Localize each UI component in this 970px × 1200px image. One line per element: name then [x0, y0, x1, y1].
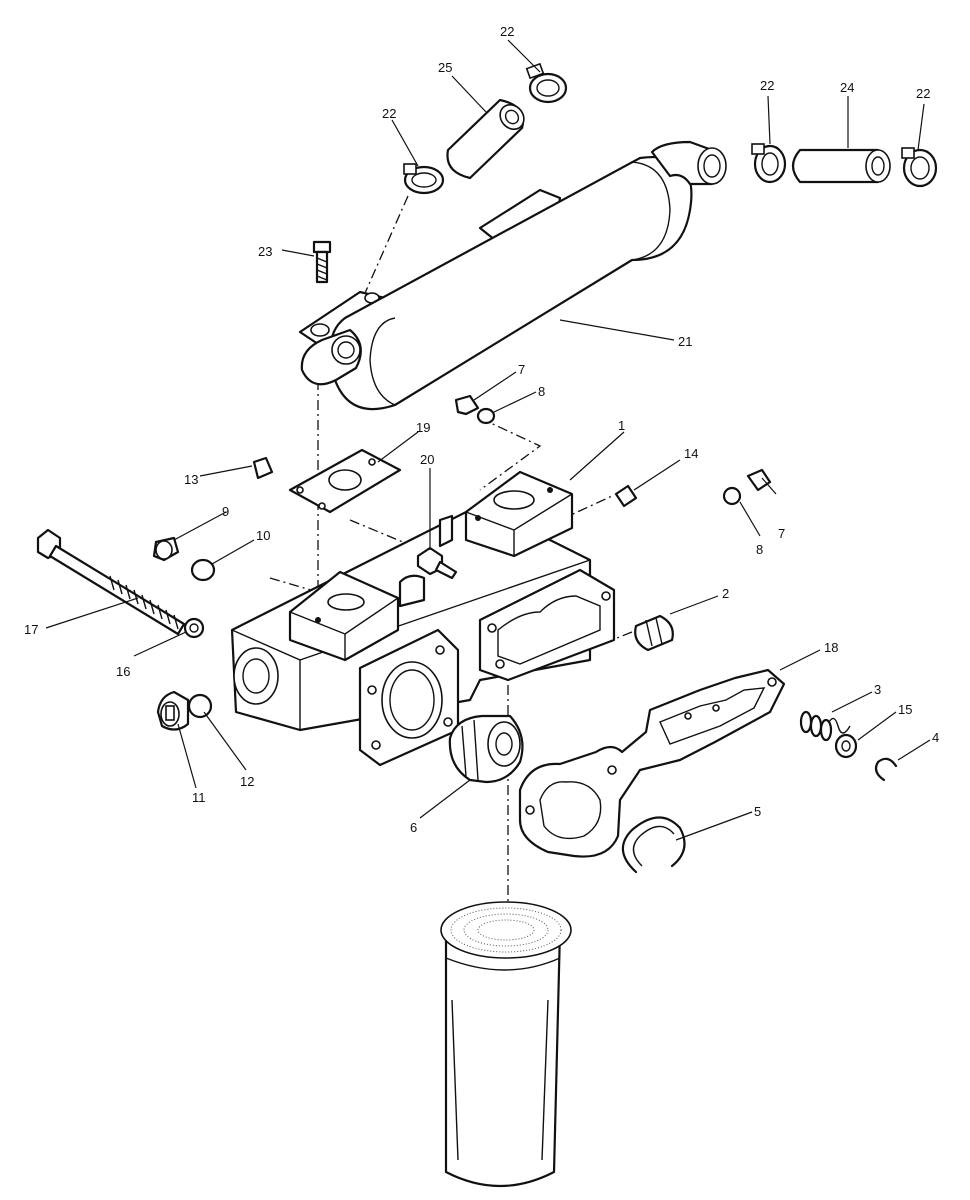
callout-6: 6 — [410, 820, 417, 835]
leader-lines — [45, 39, 931, 841]
callout-4: 4 — [932, 730, 939, 745]
callout-2: 2 — [722, 586, 729, 601]
long-bolt-17 — [36, 528, 186, 636]
callout-22-right: 22 — [916, 86, 930, 101]
gasket-18 — [518, 668, 786, 858]
o-ring-12 — [187, 693, 213, 719]
callout-7-upper: 7 — [518, 362, 525, 377]
callout-24: 24 — [840, 80, 854, 95]
callout-17: 17 — [24, 622, 38, 637]
spring-3 — [799, 710, 851, 742]
oil-cooler-cylinder — [298, 140, 727, 411]
callout-3: 3 — [874, 682, 881, 697]
callout-numbers: 1 2 3 4 5 6 7 7 8 8 9 10 11 12 13 14 15 … — [24, 24, 939, 835]
callout-11: 11 — [192, 790, 206, 805]
thermostat-6 — [448, 714, 524, 784]
callout-14: 14 — [684, 446, 698, 461]
o-ring-10 — [190, 558, 216, 582]
callout-8-right: 8 — [756, 542, 763, 557]
gasket-19 — [288, 448, 402, 514]
callout-8-upper: 8 — [538, 384, 545, 399]
washer-8-right — [722, 486, 742, 506]
callout-7-right: 7 — [778, 526, 785, 541]
callout-16: 16 — [116, 664, 130, 679]
callout-9: 9 — [222, 504, 229, 519]
callout-22-mid: 22 — [760, 78, 774, 93]
washer-8-upper — [476, 407, 496, 425]
callout-12: 12 — [240, 774, 254, 789]
washer-16 — [183, 617, 205, 639]
oil-filter-housing — [230, 470, 616, 767]
drain-plug-11 — [156, 690, 190, 731]
callout-15: 15 — [898, 702, 912, 717]
plug-9 — [152, 536, 180, 562]
hose-25 — [446, 98, 525, 180]
hose-clamp-22-right — [901, 147, 938, 188]
callout-22-left: 22 — [382, 106, 396, 121]
hose-clamp-22-left — [403, 163, 445, 195]
oil-filter — [440, 901, 572, 1187]
callout-1: 1 — [618, 418, 625, 433]
callout-13: 13 — [184, 472, 198, 487]
callout-18: 18 — [824, 640, 838, 655]
retaining-ring-4 — [874, 757, 898, 782]
callout-23: 23 — [258, 244, 272, 259]
callout-22-top: 22 — [500, 24, 514, 39]
callout-21: 21 — [678, 334, 692, 349]
snap-ring-5 — [621, 816, 686, 874]
plug-14 — [614, 484, 638, 508]
plug-13 — [252, 456, 274, 480]
bolt-23 — [312, 240, 332, 284]
plug-7-upper — [454, 394, 480, 416]
hose-clamp-22-mid — [751, 143, 787, 184]
washer-15 — [834, 733, 858, 759]
hose-clamp-22-top — [525, 62, 568, 104]
callout-5: 5 — [754, 804, 761, 819]
callout-10: 10 — [256, 528, 270, 543]
callout-19: 19 — [416, 420, 430, 435]
callout-20: 20 — [420, 452, 434, 467]
callout-25: 25 — [438, 60, 452, 75]
hose-24 — [791, 148, 891, 184]
plug-2 — [634, 614, 674, 652]
plug-7-right — [746, 468, 772, 492]
